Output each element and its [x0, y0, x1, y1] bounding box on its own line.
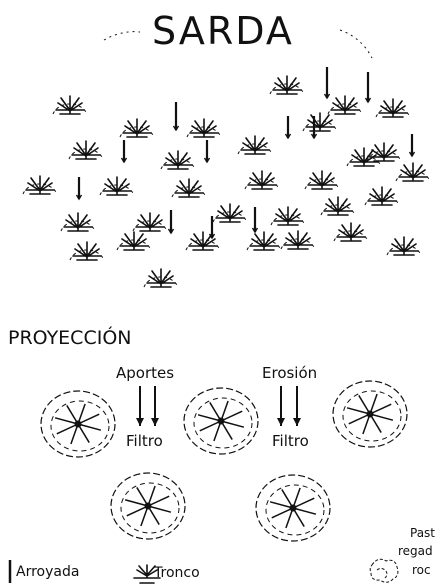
- shrub-icon: [69, 241, 105, 261]
- shrub-icon: [364, 186, 400, 206]
- erosion-arrow-icon: [277, 386, 285, 426]
- plan-shrub-icon: [110, 472, 186, 540]
- shrub-icon: [302, 112, 338, 132]
- shrub-icon: [375, 98, 411, 118]
- shrub-icon: [99, 176, 135, 196]
- diagram-title: SARDA: [152, 9, 294, 53]
- shrub-icon: [327, 95, 363, 115]
- filter-label-right: Filtro: [272, 432, 309, 450]
- legend-pasto-label-1: Past: [410, 526, 436, 540]
- shrub-icon: [212, 203, 248, 223]
- shrub-icon: [60, 212, 96, 232]
- shrub-icon: [304, 170, 340, 190]
- filter-label-left: Filtro: [126, 432, 163, 450]
- shrub-icon: [320, 196, 356, 216]
- legend-pasto-label-3: roc: [412, 563, 431, 577]
- shrub-icon: [270, 206, 306, 226]
- shrub-icon: [68, 140, 104, 160]
- plan-shrub-icon: [40, 390, 116, 458]
- shrub-icon: [132, 212, 168, 232]
- shrub-icon: [280, 230, 316, 250]
- pasto-legend-icon: [369, 558, 399, 583]
- projection-section-label: PROYECCIÓN: [8, 327, 132, 349]
- erosion-label: Erosión: [262, 364, 318, 382]
- shrub-icon: [333, 222, 369, 242]
- shrub-icon: [395, 162, 431, 182]
- shrub-icon: [22, 175, 58, 195]
- shrub-icon: [366, 142, 402, 162]
- aportes-label: Aportes: [116, 364, 175, 382]
- shrub-icon: [386, 236, 422, 256]
- plan-shrub-icon: [183, 387, 259, 455]
- shrub-icon: [244, 170, 280, 190]
- aportes-arrow-icon: [151, 386, 159, 426]
- title-arc-left: [103, 31, 141, 41]
- shrub-icon: [171, 178, 207, 198]
- shrub-icon: [237, 135, 273, 155]
- legend-pasto-label-2: regad: [398, 544, 433, 558]
- tronco-legend-icon: [133, 564, 161, 584]
- shrub-icon: [119, 118, 155, 138]
- shrub-icon: [52, 95, 88, 115]
- legend-tronco-label: Tronco: [154, 565, 200, 581]
- shrub-icon: [116, 231, 152, 251]
- erosion-arrow-icon: [293, 386, 301, 426]
- title-arc-right: [339, 29, 373, 59]
- plan-shrub-icon: [332, 380, 408, 448]
- shrub-icon: [186, 118, 222, 138]
- shrub-icon: [246, 231, 282, 251]
- shrub-icon: [160, 150, 196, 170]
- legend-arroyada-label: Arroyada: [16, 564, 80, 580]
- shrub-icon: [269, 75, 305, 95]
- plan-shrub-icon: [255, 474, 331, 542]
- shrub-icon: [346, 147, 382, 167]
- shrub-icon: [185, 231, 221, 251]
- shrub-icon: [143, 268, 179, 288]
- aportes-arrow-icon: [136, 386, 144, 426]
